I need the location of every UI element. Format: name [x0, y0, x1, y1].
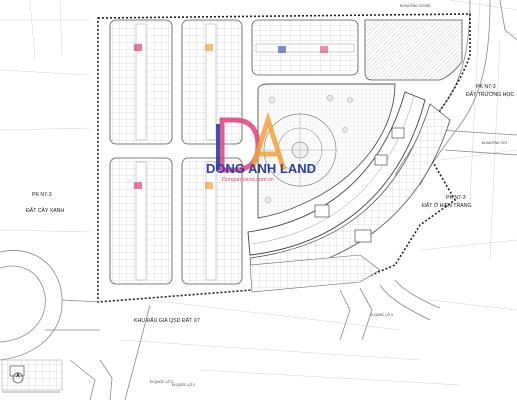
zone-east-top-code: PK N7-3 — [476, 84, 496, 90]
watermark-brand: DONG ANH LAND — [206, 161, 316, 176]
curved-building-strip — [247, 91, 451, 279]
south-east-parcel — [249, 254, 381, 293]
road-edges-southeast — [339, 279, 441, 341]
zone-west-name: ĐẤT CÂY XANH — [26, 207, 64, 214]
road-label-quoc-lo-b: ĐI QUỐC LỘ 3 — [172, 382, 195, 387]
road-label-top-right: ĐI ĐƯỜNG VỚI ĐÈ — [400, 3, 431, 8]
zone-south-name: KHU ĐẤU GIÁ QSD ĐẤT X7 — [134, 317, 200, 324]
zone-west-code: PK N7-3 — [32, 192, 52, 198]
survey-lines — [0, 0, 517, 386]
zone-east-mid-code: PK N7-3 — [446, 195, 466, 201]
watermark-logo: DONG ANH LAND Donganhland.com.vn — [206, 111, 316, 183]
lower-left-lots — [1, 359, 63, 393]
logo-icon — [134, 44, 142, 51]
road-label-quoc-lo-a: ĐI QUỐC LỘ 3 — [150, 379, 173, 384]
block-a3 — [251, 19, 359, 76]
block-logo-icons — [134, 44, 328, 189]
zone-east-top-name: ĐẤT TRƯỜNG HỌC — [466, 91, 514, 98]
logo-icon — [205, 182, 213, 189]
logo-icon — [134, 182, 142, 189]
logo-icon — [320, 46, 328, 53]
residential-blocks — [109, 19, 359, 285]
block-b2 — [181, 157, 243, 285]
road-label-right: ĐI ĐƯỜNG VỚI — [482, 140, 507, 145]
logo-icon — [278, 46, 286, 53]
central-park — [257, 83, 396, 219]
block-a2 — [181, 19, 243, 145]
compass-icon — [12, 372, 24, 384]
block-b1 — [109, 157, 173, 285]
road-label-quoc-lo-c: ĐI QUỐC LỘ 3 — [370, 312, 393, 317]
road-edges-east — [394, 0, 517, 186]
logo-icon — [205, 44, 213, 51]
watermark-url: Donganhland.com.vn — [222, 177, 274, 183]
zone-east-mid-name: ĐẤT Ở HIỆN TRẠNG — [422, 201, 472, 209]
top-right-parcel — [364, 19, 463, 81]
road-edges-southwest — [0, 250, 151, 400]
block-a1 — [109, 19, 173, 145]
